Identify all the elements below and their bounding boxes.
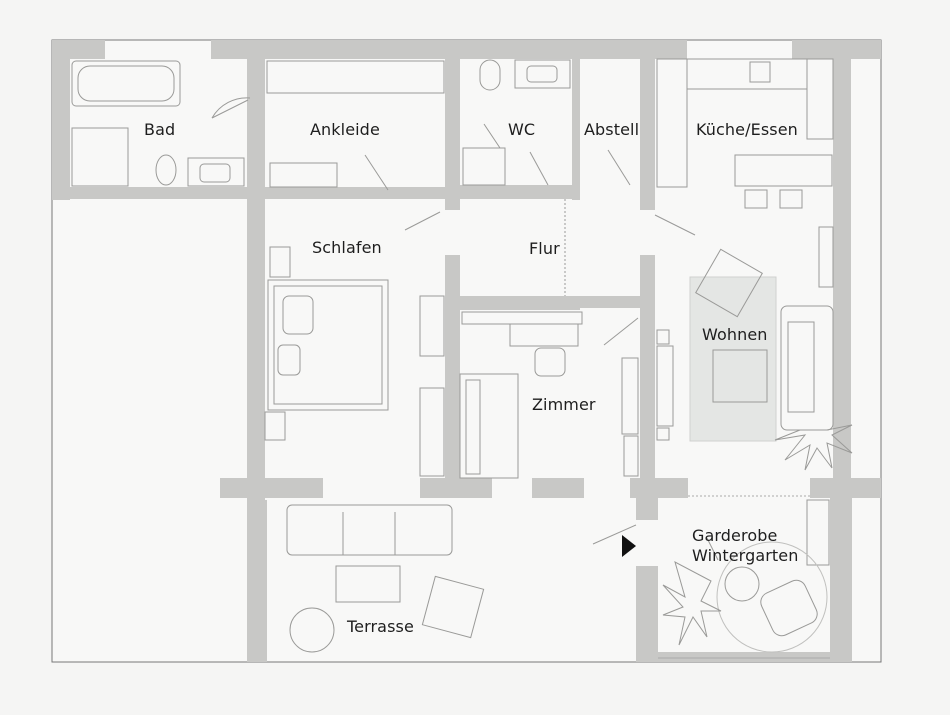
room-label-terrasse: Terrasse: [347, 617, 414, 636]
furniture: [71, 58, 853, 653]
room-label-ankleide: Ankleide: [310, 120, 380, 139]
room-label-schlafen: Schlafen: [312, 238, 382, 257]
room-label-bad: Bad: [144, 120, 176, 139]
room-label-flur: Flur: [529, 239, 560, 258]
room-label-zimmer: Zimmer: [532, 395, 596, 414]
living-rug: [689, 276, 777, 442]
room-label-kueche-essen: Küche/Essen: [696, 120, 798, 139]
room-label-wohnen: Wohnen: [702, 325, 768, 344]
room-label-garderobe-wintergarten: Garderobe Wintergarten: [692, 526, 798, 566]
room-label-garderobe: Garderobe: [692, 526, 778, 545]
entrance-arrow-icon: [622, 535, 636, 557]
room-label-wintergarten: Wintergarten: [692, 546, 799, 565]
room-label-wc: WC: [508, 120, 536, 139]
room-label-abstell: Abstell: [584, 120, 640, 139]
walls: [52, 40, 881, 662]
windows: [658, 495, 830, 659]
